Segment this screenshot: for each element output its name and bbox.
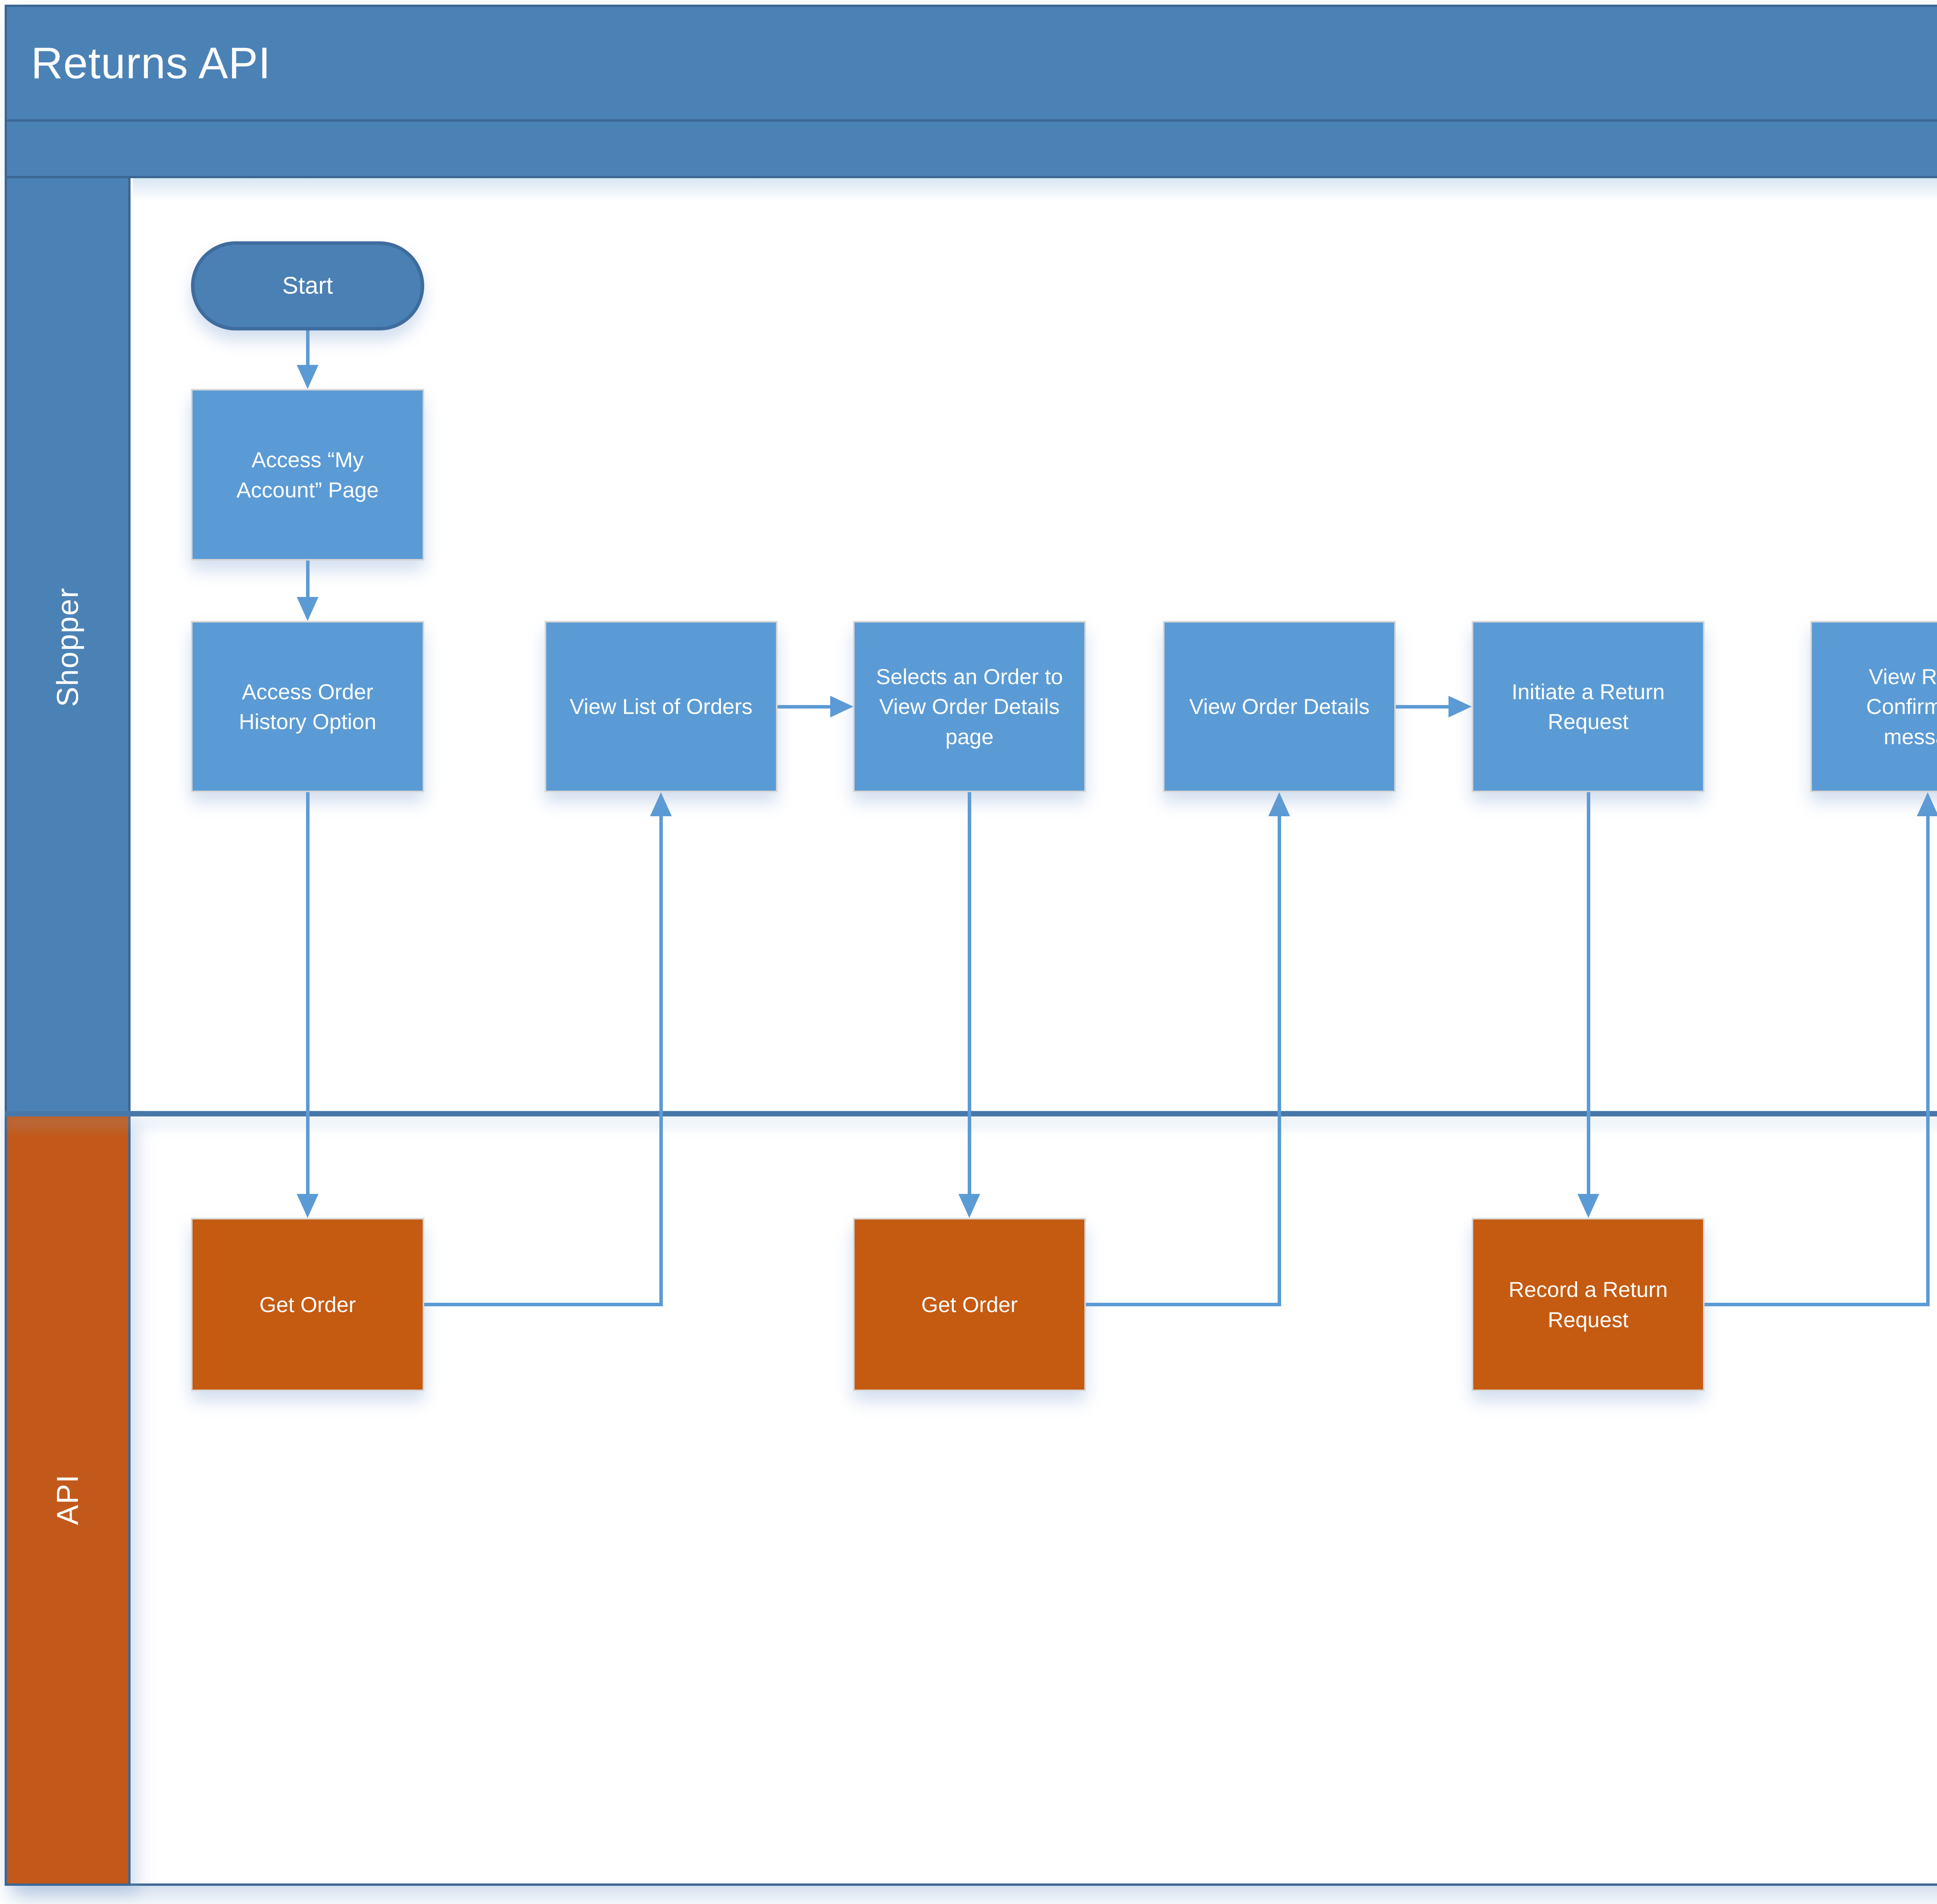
arrowhead-down-icon <box>297 365 318 389</box>
arrowhead-up-icon <box>1917 792 1937 816</box>
connector-get-order-1-elbow-v <box>659 814 663 1306</box>
node-start-label: Start <box>282 272 333 299</box>
arrowhead-down-icon <box>297 597 318 621</box>
node-start: Start <box>191 241 424 330</box>
node-get-order-1-label: Get Order <box>259 1292 356 1317</box>
node-initiate-return-request-label: Initiate a Return Request <box>1511 679 1665 734</box>
node-view-order-details-label: View Order Details <box>1189 694 1370 719</box>
subtitle-band <box>5 122 1937 178</box>
arrowhead-up-icon <box>650 792 672 816</box>
lane-shopper-label: Shopper <box>50 587 84 707</box>
node-access-my-account: Access “My Account” Page <box>191 389 424 561</box>
arrowhead-down-icon <box>958 1194 980 1218</box>
arrowhead-right-icon <box>1448 696 1472 717</box>
node-view-order-details: View Order Details <box>1163 621 1396 792</box>
connector-get-order-2-elbow-v <box>1278 814 1281 1306</box>
connector-start-to-access-my-account <box>306 328 310 367</box>
node-selects-an-order-label: Selects an Order to View Order Details p… <box>876 664 1063 749</box>
connector-account-to-order-history <box>306 561 310 599</box>
node-view-list-of-orders: View List of Orders <box>545 621 778 792</box>
node-selects-an-order: Selects an Order to View Order Details p… <box>853 621 1086 792</box>
node-record-return-request: Record a Return Request <box>1472 1218 1705 1391</box>
connector-get-order-2-elbow-h <box>1086 1303 1281 1306</box>
connector-list-to-selects <box>778 705 832 709</box>
node-initiate-return-request: Initiate a Return Request <box>1472 621 1705 792</box>
connector-record-elbow-h <box>1705 1303 1930 1306</box>
node-get-order-2: Get Order <box>853 1218 1086 1391</box>
connector-details-to-initiate <box>1396 705 1450 709</box>
node-access-my-account-label: Access “My Account” Page <box>236 447 379 502</box>
node-access-order-history-label: Access Order History Option <box>239 679 377 734</box>
node-get-order-2-label: Get Order <box>921 1292 1018 1317</box>
connector-selects-to-get-order-2 <box>968 792 971 1195</box>
node-view-list-of-orders-label: View List of Orders <box>569 694 753 719</box>
connector-initiate-to-record <box>1587 792 1590 1195</box>
lane-api-header: API <box>5 1116 131 1886</box>
lane-shopper-header: Shopper <box>5 178 131 1116</box>
arrowhead-right-icon <box>830 696 853 717</box>
connector-record-elbow-v <box>1926 814 1930 1306</box>
title-bar: Returns API <box>5 5 1937 122</box>
connector-get-order-1-elbow-h <box>424 1303 663 1306</box>
arrowhead-down-icon <box>1577 1194 1599 1218</box>
node-get-order-1: Get Order <box>191 1218 424 1391</box>
node-view-return-confirmation-label: View Return Confirmation message <box>1866 664 1937 749</box>
connector-order-history-to-get-order-1 <box>306 792 310 1195</box>
arrowhead-up-icon <box>1268 792 1290 816</box>
node-access-order-history: Access Order History Option <box>191 621 424 792</box>
arrowhead-down-icon <box>297 1194 318 1218</box>
lane-api-label: API <box>50 1474 84 1525</box>
node-view-return-confirmation: View Return Confirmation message <box>1810 621 1937 792</box>
node-record-return-request-label: Record a Return Request <box>1509 1277 1668 1332</box>
page-title: Returns API <box>31 38 271 88</box>
